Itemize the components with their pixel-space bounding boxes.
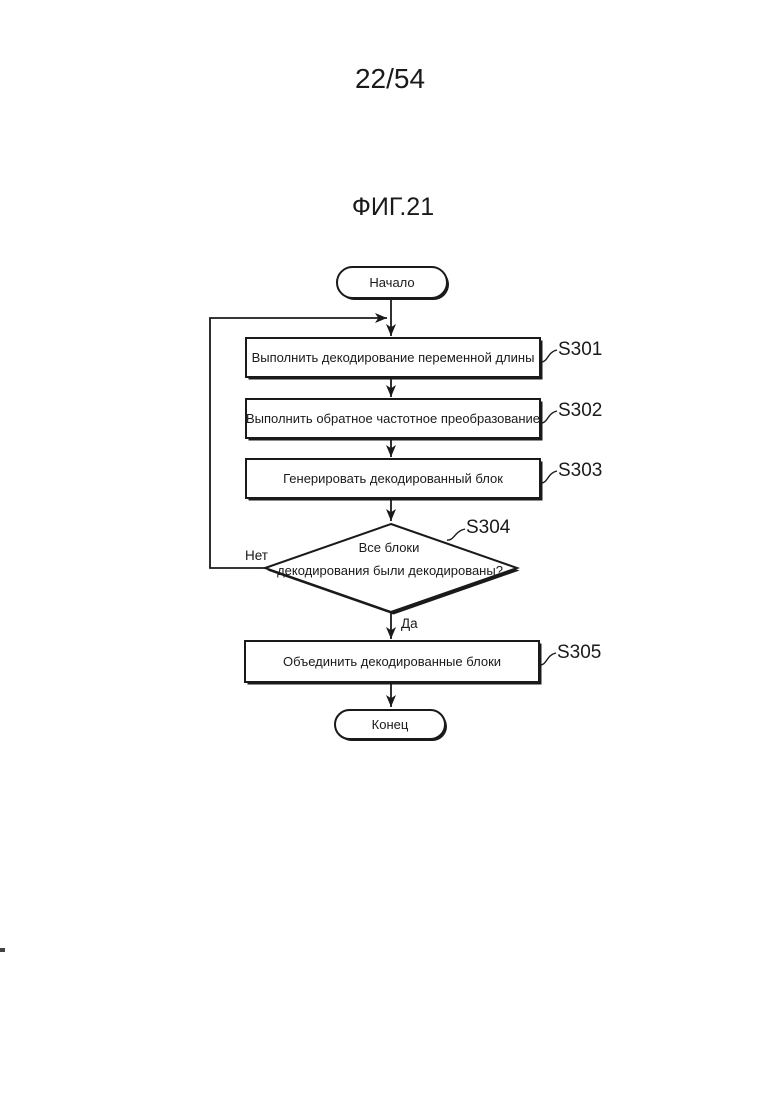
step-s301-box [245,337,541,378]
branch-label-yes: Да [401,616,418,631]
step-s304-diamond [261,522,521,614]
scan-artifact [0,948,5,952]
loop-connector-no-branch [209,313,387,569]
step-s302-box [245,398,541,439]
end-node-label: Конец [372,717,409,732]
step-s303-leader [539,470,558,484]
step-s303-ref: S303 [558,460,602,481]
step-s303: Генерировать декодированный блок S303 [245,458,602,501]
step-s301: Выполнить декодирование переменной длины… [245,337,602,380]
step-s303-text: Генерировать декодированный блок [283,471,503,486]
step-s304: Все блоки декодирования были декодирован… [261,517,521,615]
step-s305-ref: S305 [557,642,601,663]
step-s305-leader [538,652,557,666]
page-number: 22/54 [355,63,425,94]
step-s301-leader [539,349,558,363]
start-node-label: Начало [369,275,414,290]
step-s305-text: Объединить декодированные блоки [283,654,501,669]
step-s302: Выполнить обратное частотное преобразова… [245,398,602,441]
step-s304-text-line2: декодирования были декодированы? [277,563,503,578]
start-node-shape [336,266,448,299]
step-s302-ref: S302 [558,400,602,421]
branch-label-no: Нет [245,548,268,563]
step-s305-box [244,640,540,683]
step-s301-ref: S301 [558,339,602,360]
step-s301-text: Выполнить декодирование переменной длины [252,350,535,365]
end-node: Конец [334,709,447,741]
end-node-shape [334,709,446,740]
step-s304-ref: S304 [466,517,511,538]
figure-title: ФИГ.21 [352,193,434,221]
step-s302-leader [539,410,558,424]
step-s303-box [245,458,541,499]
start-node: Начало [336,266,449,300]
step-s305: Объединить декодированные блоки S305 [244,640,601,685]
step-s302-text: Выполнить обратное частотное преобразова… [246,411,540,426]
step-s304-leader [446,528,466,541]
step-s304-text-line1: Все блоки [359,540,420,555]
